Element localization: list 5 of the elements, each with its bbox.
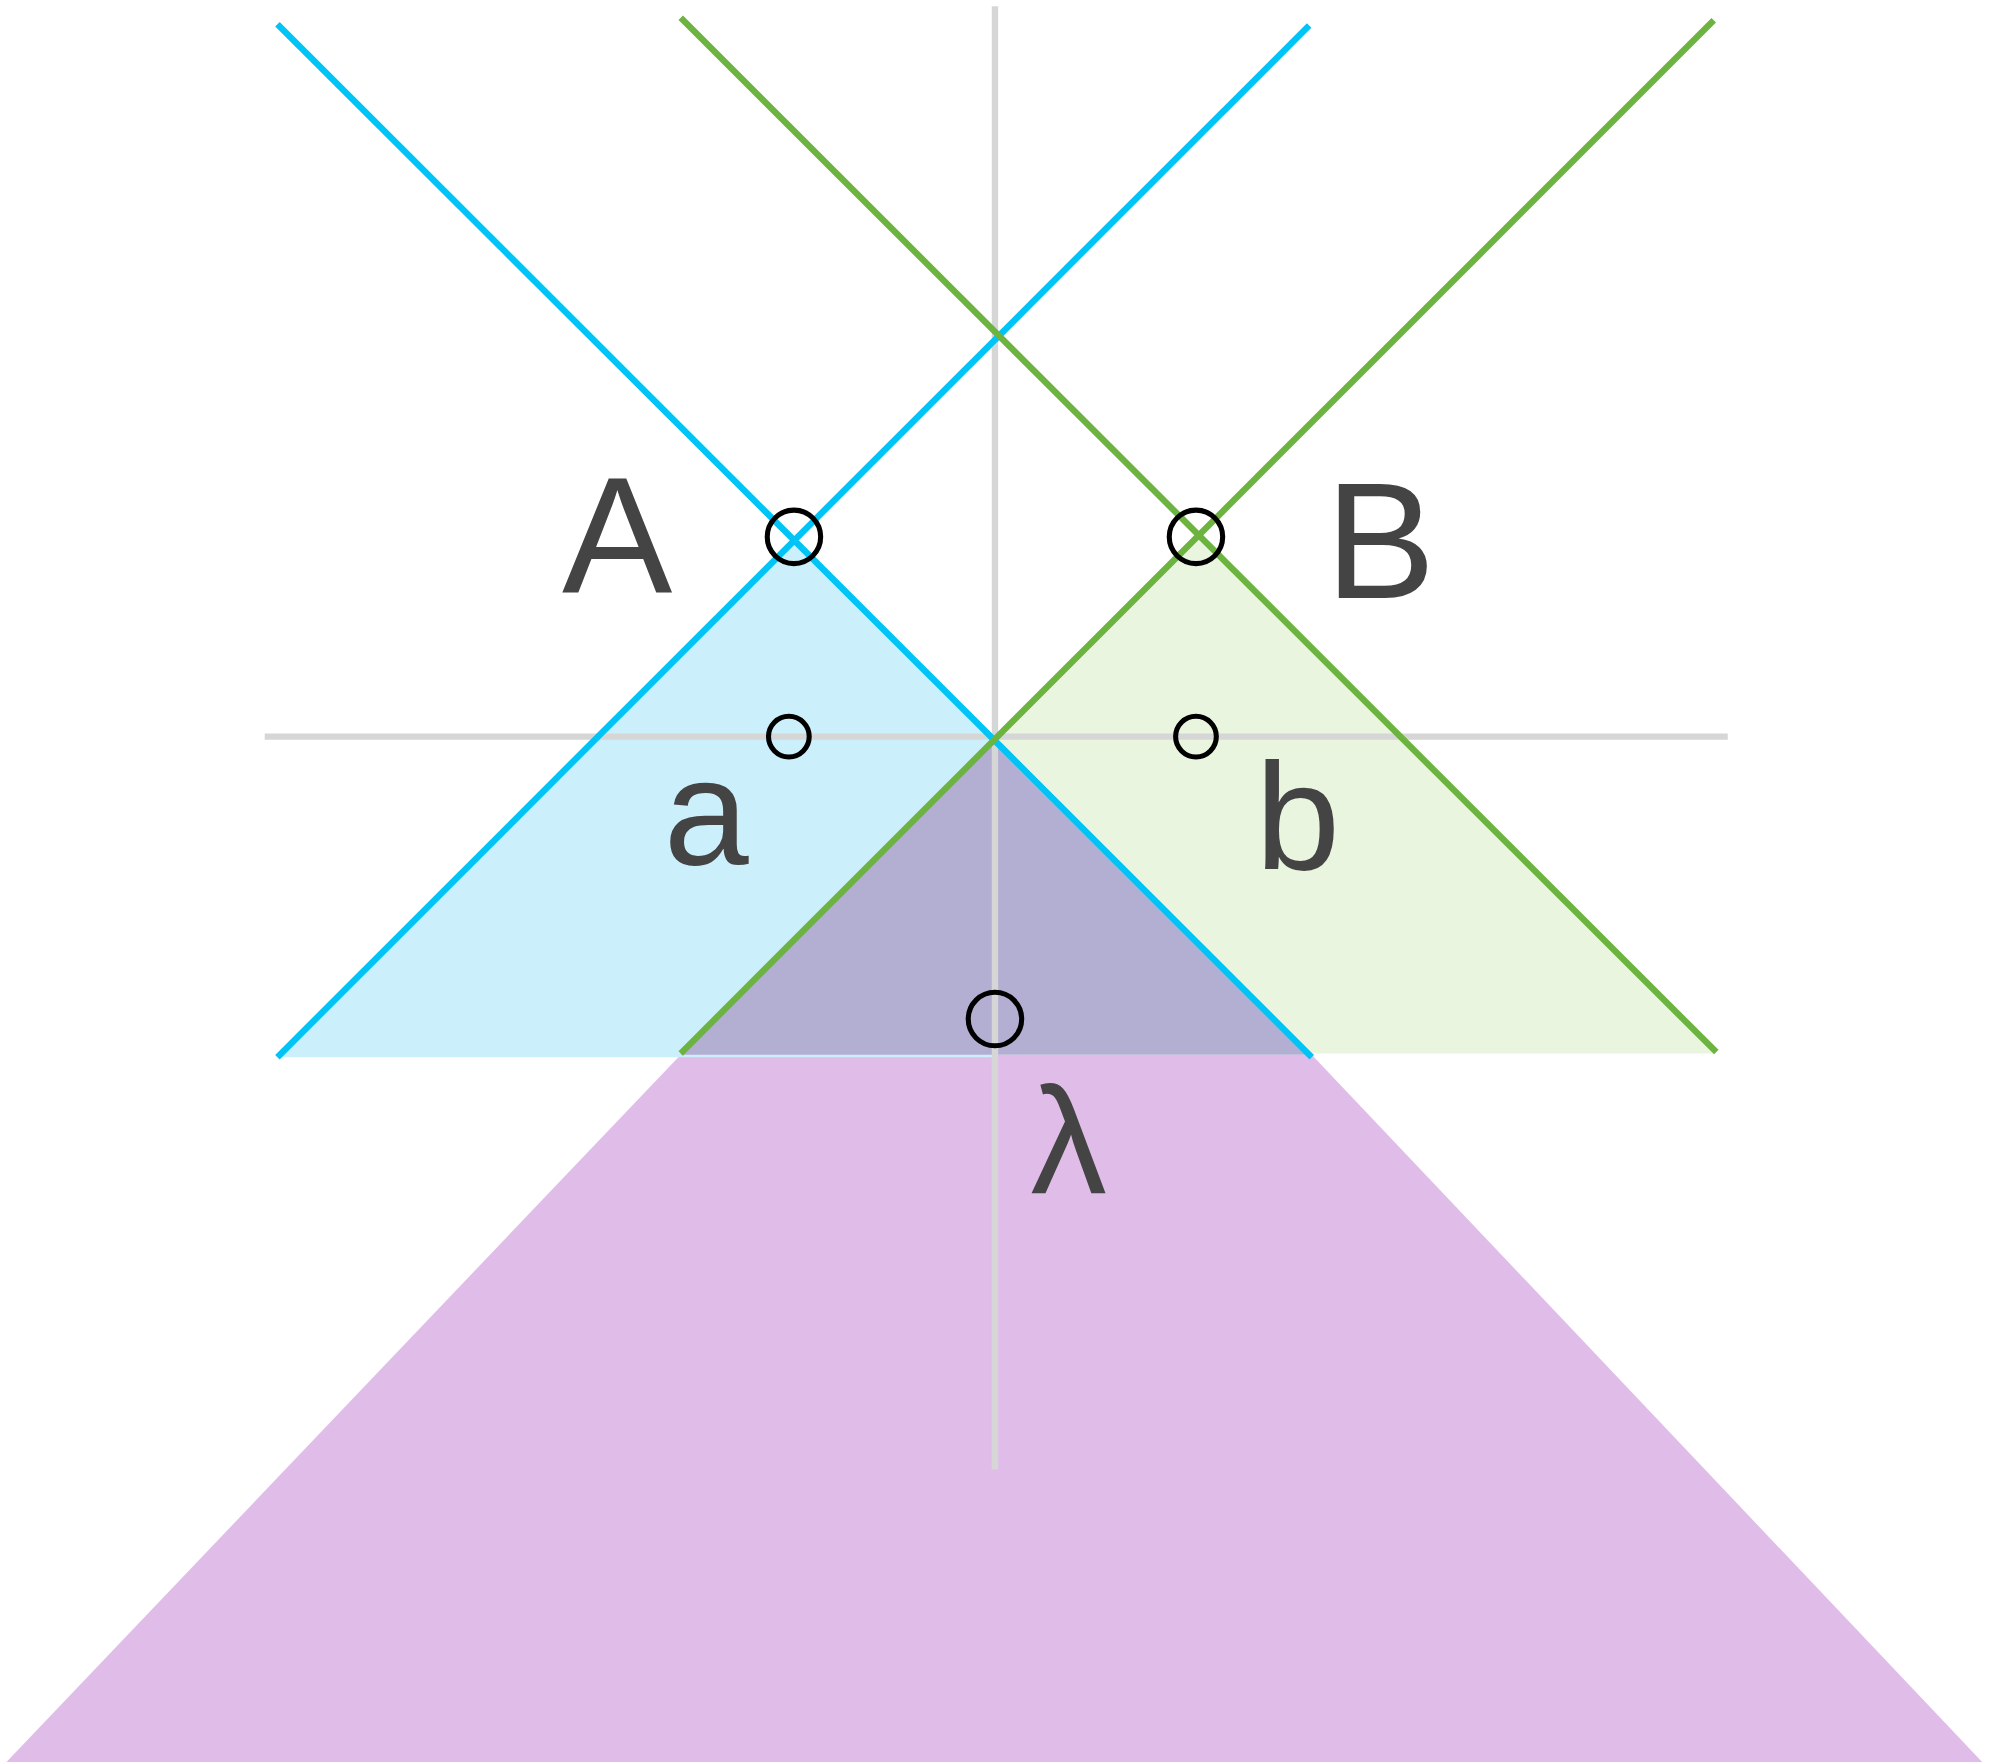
point-label: B <box>1325 447 1436 633</box>
point-label: A <box>561 441 673 627</box>
point-label: b <box>1255 730 1341 901</box>
point-label: a <box>663 727 749 898</box>
point-label: λ <box>1030 1055 1107 1226</box>
